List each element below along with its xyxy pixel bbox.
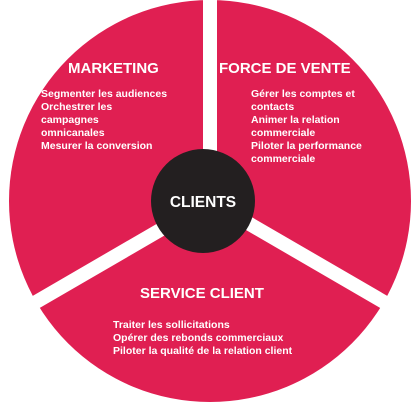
segment-item: Gérer les comptes et <box>251 88 355 100</box>
segment-item: Piloter la performance <box>251 140 362 152</box>
segment-item: Animer la relation <box>251 114 340 126</box>
segment-item: Orchestrer les <box>41 101 112 113</box>
segment-item: campagnes <box>41 114 99 126</box>
center-label: CLIENTS <box>170 194 236 211</box>
segment-item: Piloter la qualité de la relation client <box>113 345 293 357</box>
segment-item: Opérer des rebonds commerciaux <box>113 332 284 344</box>
segment-item: Traiter les sollicitations <box>113 319 230 331</box>
segment-item: Segmenter les audiences <box>41 88 167 100</box>
segment-force-de-vente: FORCE DE VENTE Gérer les comptes et cont… <box>219 60 362 165</box>
center-circle <box>151 149 255 253</box>
segment-title-service-client: SERVICE CLIENT <box>140 285 264 302</box>
segment-item: commerciale <box>251 127 315 139</box>
segment-title-marketing: MARKETING <box>68 60 159 77</box>
segment-title-force-de-vente: FORCE DE VENTE <box>219 60 351 77</box>
segment-item: Mesurer la conversion <box>41 140 152 152</box>
segment-item: commerciale <box>251 153 315 165</box>
segment-item: omnicanales <box>41 127 105 139</box>
segment-marketing: MARKETING Segmenter les audiences Orches… <box>41 60 167 152</box>
segment-service-client: SERVICE CLIENT Traiter les sollicitation… <box>113 285 293 357</box>
segment-item: contacts <box>251 101 294 113</box>
